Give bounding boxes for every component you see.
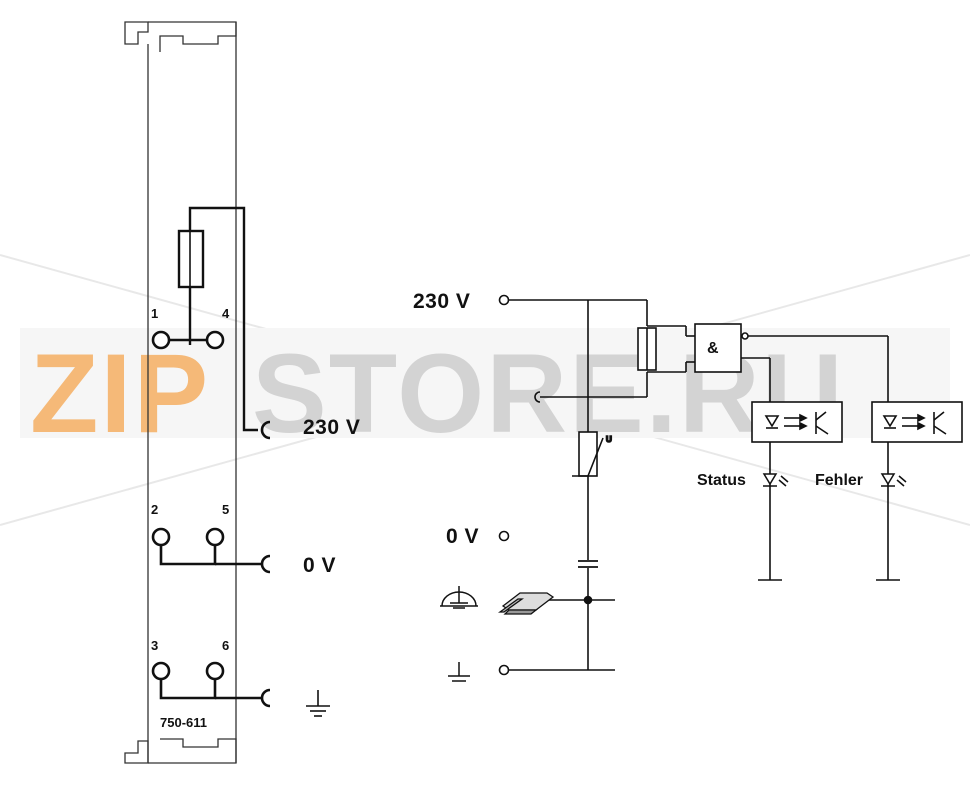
supply-label: 230 V [413, 290, 470, 313]
varistor-icon: U [572, 431, 613, 477]
fuse-icon [177, 206, 258, 432]
terminal-2-label: 2 [151, 502, 158, 517]
module-model-label: 750-611 [160, 715, 207, 730]
watermark: ZIP STORE.RU [0, 254, 970, 526]
terminal-pair-2-5 [151, 527, 271, 574]
terminal-1-label: 1 [151, 306, 158, 321]
din-rail-icon [497, 592, 555, 615]
svg-text:U: U [606, 435, 612, 444]
watermark-suffix: STORE.RU [252, 331, 845, 456]
module-outline [124, 21, 237, 764]
rail-ground-icon [440, 586, 478, 609]
terminal-pair-3-6 [151, 661, 271, 708]
terminal-3-label: 3 [151, 638, 158, 653]
fuse-icon [637, 327, 657, 371]
optocoupler-icon [751, 401, 843, 443]
ground-icon [306, 690, 330, 717]
schematic-wires [498, 294, 900, 676]
contact-0v-label: 0 V [303, 554, 336, 577]
error-label: Fehler [815, 472, 863, 489]
status-label: Status [697, 472, 746, 489]
terminal-5-label: 5 [222, 502, 229, 517]
terminal-pair-1-4 [151, 330, 225, 350]
and-gate: & [694, 323, 742, 373]
capacitor-icon [578, 560, 598, 568]
contact-230v-label: 230 V [303, 416, 360, 439]
led-icon [762, 473, 789, 487]
zero-terminal [498, 530, 510, 542]
watermark-prefix: ZIP [30, 331, 210, 456]
and-gate-label: & [707, 340, 719, 357]
terminal-6-label: 6 [222, 638, 229, 653]
ground-icon [448, 662, 470, 682]
terminal-4-label: 4 [222, 306, 230, 321]
zero-label: 0 V [446, 525, 479, 548]
contact-230v [260, 420, 271, 440]
led-icon [880, 473, 907, 487]
optocoupler-icon [871, 401, 963, 443]
